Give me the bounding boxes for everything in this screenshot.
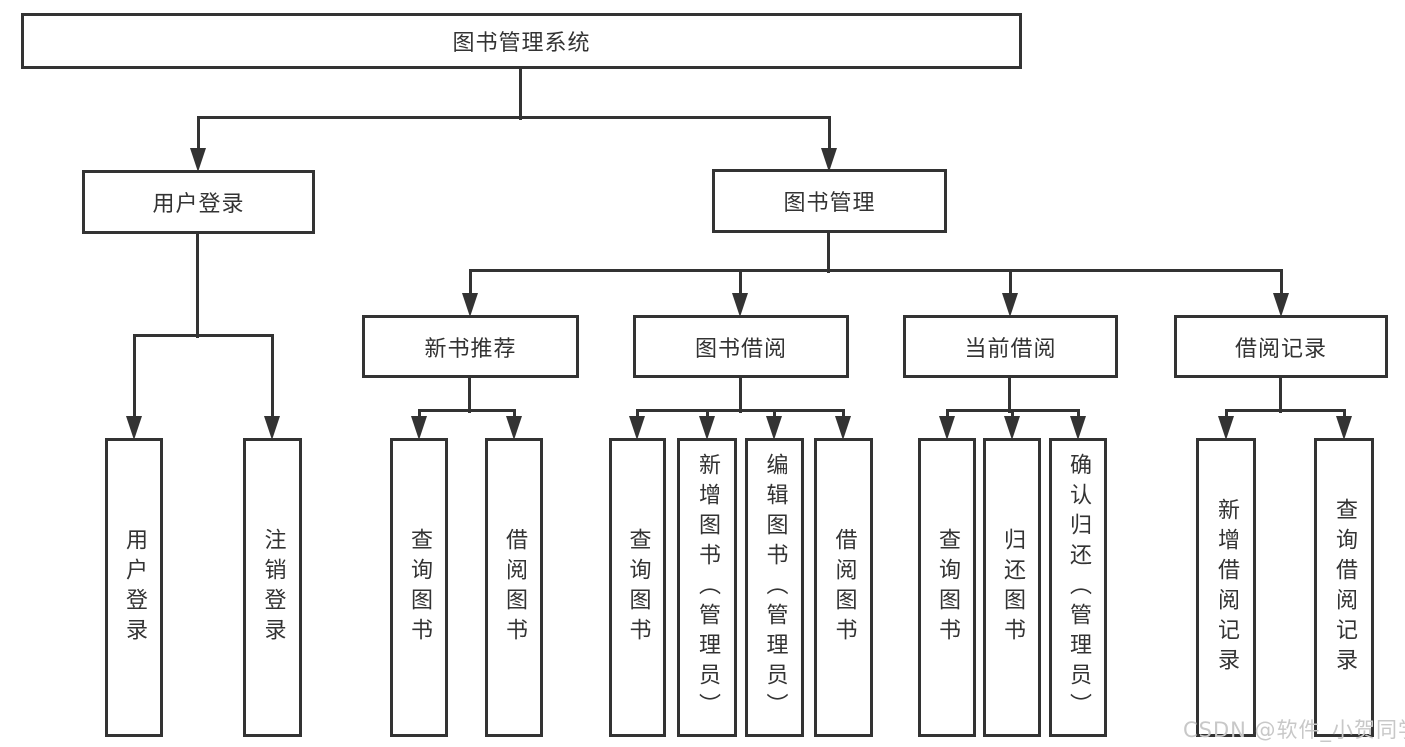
leaf-add-borrow-record: 新增借阅记录 <box>1196 438 1256 737</box>
leaf-query-books-recommend-label: 查询图书 <box>407 527 432 648</box>
connector-drop-line <box>1077 410 1080 416</box>
arrow-down-icon <box>506 416 522 440</box>
leaf-borrow-books: 借阅图书 <box>814 438 873 737</box>
connector-branch-line <box>636 409 845 412</box>
leaf-borrow-books-label: 借阅图书 <box>831 527 857 648</box>
arrow-down-icon <box>126 416 142 440</box>
arrow-down-icon <box>1070 416 1086 440</box>
connector-drop-line <box>271 335 274 416</box>
leaf-add-books-admin-label: 新增图书（管理员） <box>695 452 720 723</box>
node-user-login: 用户登录 <box>82 170 315 234</box>
arrow-down-icon <box>939 416 955 440</box>
connector-trunk-line <box>468 377 471 413</box>
arrow-down-icon <box>1002 293 1018 317</box>
connector-trunk-line <box>519 67 522 120</box>
leaf-query-books-recommend: 查询图书 <box>390 438 448 737</box>
leaf-query-books-current: 查询图书 <box>918 438 976 737</box>
watermark: CSDN @软件_小贺同学 <box>1183 718 1405 742</box>
arrow-down-icon <box>1273 293 1289 317</box>
node-book-management: 图书管理 <box>712 169 947 233</box>
connector-drop-line <box>636 410 639 416</box>
connector-drop-line <box>513 410 516 416</box>
connector-drop-line <box>706 410 709 416</box>
arrow-down-icon <box>835 416 851 440</box>
node-borrow-records-label: 借阅记录 <box>1234 336 1327 362</box>
leaf-user-login: 用户登录 <box>105 438 163 737</box>
arrow-down-icon <box>1218 416 1234 440</box>
arrow-down-icon <box>411 416 427 440</box>
arrow-down-icon <box>1336 416 1352 440</box>
connector-drop-line <box>1009 270 1012 293</box>
leaf-return-books: 归还图书 <box>983 438 1041 737</box>
connector-branch-line <box>1225 409 1346 412</box>
leaf-add-borrow-record-label: 新增借阅记录 <box>1214 497 1239 678</box>
node-current-borrow-label: 当前借阅 <box>964 336 1057 362</box>
leaf-return-books-label: 归还图书 <box>1000 527 1025 648</box>
arrow-down-icon <box>1004 416 1020 440</box>
node-book-borrow: 图书借阅 <box>633 315 849 378</box>
leaf-borrow-books-recommend: 借阅图书 <box>485 438 543 737</box>
connector-drop-line <box>842 410 845 416</box>
arrow-down-icon <box>462 293 478 317</box>
node-new-book-recommend: 新书推荐 <box>362 315 579 378</box>
connector-drop-line <box>197 117 200 148</box>
leaf-logout: 注销登录 <box>243 438 302 737</box>
leaf-confirm-return-admin-label: 确认归还（管理员） <box>1066 452 1091 723</box>
node-root: 图书管理系统 <box>21 13 1022 69</box>
leaf-query-borrow-record: 查询借阅记录 <box>1314 438 1374 737</box>
node-user-login-label: 用户登录 <box>152 192 245 217</box>
connector-drop-line <box>1343 410 1346 416</box>
connector-trunk-line <box>1008 376 1011 413</box>
connector-drop-line <box>773 410 776 416</box>
arrow-down-icon <box>190 148 206 172</box>
arrow-down-icon <box>821 148 837 172</box>
node-new-book-recommend-label: 新书推荐 <box>424 336 517 362</box>
connector-branch-line <box>418 409 516 412</box>
connector-branch-line <box>133 334 274 337</box>
connector-branch-line <box>197 116 831 119</box>
leaf-query-books-borrow-label: 查询图书 <box>625 527 651 648</box>
connector-drop-line <box>418 410 421 416</box>
leaf-query-books-current-label: 查询图书 <box>935 527 960 648</box>
leaf-add-books-admin: 新增图书（管理员） <box>677 438 737 737</box>
node-borrow-records: 借阅记录 <box>1174 315 1388 378</box>
node-book-management-label: 图书管理 <box>783 191 876 216</box>
connector-drop-line <box>1011 410 1014 416</box>
leaf-logout-label: 注销登录 <box>260 527 286 648</box>
arrow-down-icon <box>732 293 748 317</box>
connector-trunk-line <box>739 377 742 413</box>
arrow-down-icon <box>699 416 715 440</box>
leaf-user-login-label: 用户登录 <box>122 527 147 648</box>
connector-drop-line <box>946 410 949 416</box>
arrow-down-icon <box>766 416 782 440</box>
connector-drop-line <box>828 117 831 148</box>
connector-drop-line <box>739 270 742 293</box>
connector-drop-line <box>469 270 472 293</box>
connector-drop-line <box>1225 410 1228 416</box>
leaf-query-borrow-record-label: 查询借阅记录 <box>1332 497 1357 678</box>
connector-drop-line <box>1280 270 1283 293</box>
arrow-down-icon <box>629 416 645 440</box>
connector-branch-line <box>469 269 1283 272</box>
connector-drop-line <box>133 335 136 416</box>
leaf-confirm-return-admin: 确认归还（管理员） <box>1049 438 1107 737</box>
node-root-label: 图书管理系统 <box>452 31 591 56</box>
leaf-borrow-books-recommend-label: 借阅图书 <box>502 527 527 648</box>
leaf-query-books-borrow: 查询图书 <box>609 438 666 737</box>
node-book-borrow-label: 图书借阅 <box>694 336 787 362</box>
node-current-borrow: 当前借阅 <box>903 315 1118 378</box>
leaf-edit-books-admin-label: 编辑图书（管理员） <box>762 452 788 723</box>
connector-trunk-line <box>196 232 199 338</box>
leaf-edit-books-admin: 编辑图书（管理员） <box>745 438 804 737</box>
arrow-down-icon <box>264 416 280 440</box>
connector-trunk-line <box>827 231 830 273</box>
connector-trunk-line <box>1279 376 1282 413</box>
